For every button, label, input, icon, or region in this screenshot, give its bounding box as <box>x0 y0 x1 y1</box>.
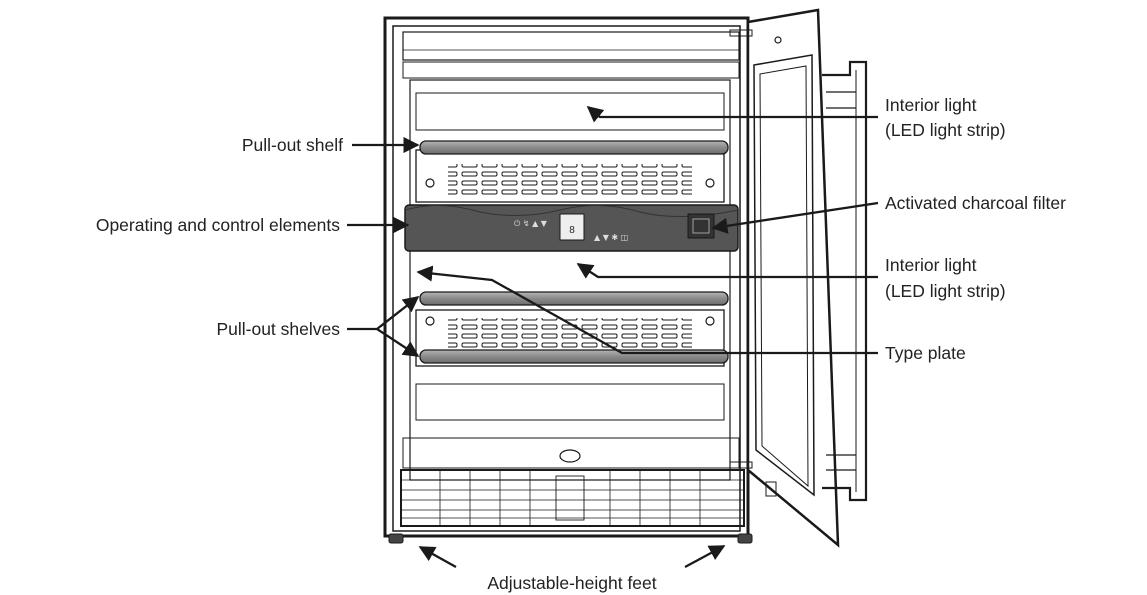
lower-pullout-shelves <box>415 291 729 367</box>
arrow-interior-light-1 <box>586 105 878 123</box>
label-interior-light-1-line1: Interior light <box>885 95 977 115</box>
label-adjustable-feet: Adjustable-height feet <box>487 573 656 593</box>
svg-text:8: 8 <box>569 225 575 236</box>
label-pullout-shelf: Pull-out shelf <box>242 135 343 155</box>
label-interior-light-2-line2: (LED light strip) <box>885 281 1006 301</box>
arrow-interior-light-2 <box>576 263 878 279</box>
arrow-pullout-shelves <box>347 296 420 331</box>
control-panel: 8 ⏻ ↯ ▲ ▼ ▲ ▼ ✱ ◫ <box>404 204 739 252</box>
adjustable-feet <box>388 533 753 544</box>
bottom-grille <box>400 449 745 527</box>
arrow-type-plate <box>416 265 878 355</box>
arrow-right-foot <box>684 544 726 569</box>
label-pullout-shelves: Pull-out shelves <box>216 319 340 339</box>
arrow-pullout-shelves-2 <box>376 328 420 357</box>
label-operating-controls: Operating and control elements <box>96 215 340 235</box>
label-interior-light-1-line2: (LED light strip) <box>885 120 1006 140</box>
svg-text:▲ ▼ ✱ ◫: ▲ ▼ ✱ ◫ <box>594 233 628 242</box>
arrow-left-foot <box>418 545 457 569</box>
label-interior-light-2-line1: Interior light <box>885 255 977 275</box>
callout-labels: Pull-out shelf Operating and control ele… <box>96 95 1066 593</box>
arrow-charcoal-filter <box>711 201 879 234</box>
upper-pullout-shelf <box>415 140 729 203</box>
svg-text:⏻ ↯ ▲ ▼: ⏻ ↯ ▲ ▼ <box>514 219 548 228</box>
label-charcoal-filter: Activated charcoal filter <box>885 193 1066 213</box>
label-type-plate: Type plate <box>885 343 966 363</box>
callout-arrows <box>347 105 879 569</box>
